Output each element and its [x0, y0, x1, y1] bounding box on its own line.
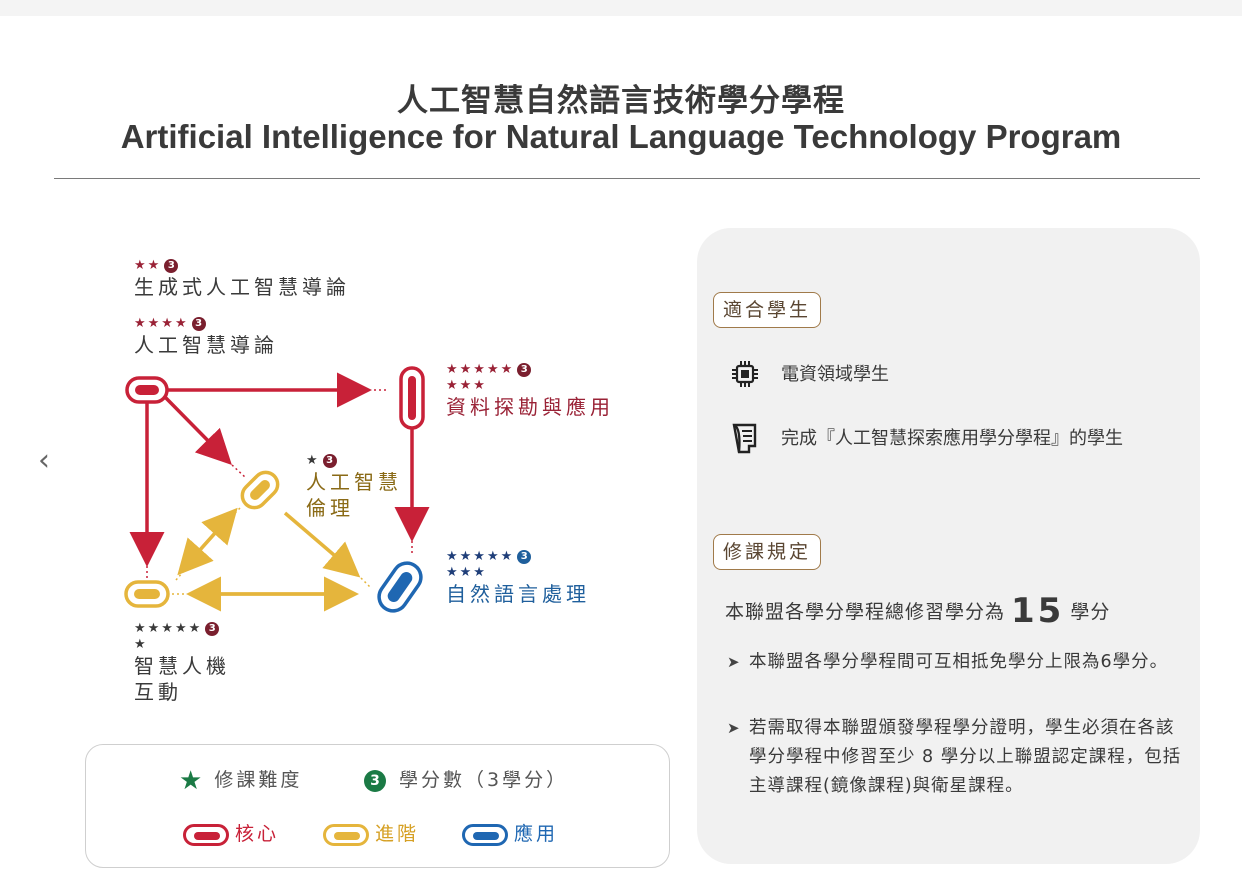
node-hci: ★★★★★3 ★ 智慧人機 互動 [134, 621, 230, 705]
advanced-pill-icon [323, 823, 369, 846]
course-name-line1: 智慧人機 [134, 654, 230, 678]
arrow-right-icon: ➤ [727, 653, 741, 671]
legend-difficulty: ★ 修課難度 [179, 765, 302, 796]
arrow-right-icon: ➤ [727, 719, 741, 737]
star-rating: ★ [306, 453, 320, 468]
legend-difficulty-label: 修課難度 [214, 769, 303, 791]
pill-nlp[interactable] [374, 558, 427, 617]
credit-badge: 3 [191, 316, 206, 331]
total-credits-suffix: 學分 [1070, 601, 1111, 623]
certificate-icon [731, 422, 761, 456]
total-credits-prefix: 本聯盟各學分學程總修習學分為 [725, 601, 1006, 623]
star-rating-extra: ★ [134, 637, 148, 652]
credit-badge: 3 [322, 453, 337, 468]
legend-core: 核心 [183, 819, 279, 846]
star-rating-extra: ★★★ [446, 378, 487, 393]
core-pill-icon [183, 823, 229, 846]
legend-core-label: 核心 [235, 823, 280, 845]
course-name-line2: 倫理 [306, 496, 354, 520]
star-rating-extra: ★★★ [446, 565, 487, 580]
application-pill-icon [462, 823, 508, 846]
pill-ai-ethics[interactable] [237, 467, 282, 512]
course-name: 生成式人工智慧導論 [134, 275, 350, 299]
star-rating: ★★ [134, 258, 162, 273]
credit-badge: 3 [164, 258, 179, 273]
rule-item-1: ➤ 本聯盟各學分學程間可互相抵免學分上限為6學分。 [727, 648, 1189, 677]
total-credits-value: 15 [1011, 591, 1065, 631]
course-name-line1: 人工智慧 [306, 470, 402, 494]
legend-advanced: 進階 [323, 819, 419, 846]
legend-credits-label: 學分數（3學分） [399, 769, 569, 791]
page-title-zh: 人工智慧自然語言技術學分學程 [397, 83, 845, 119]
course-name: 人工智慧導論 [134, 333, 278, 357]
legend-advanced-label: 進階 [375, 823, 420, 845]
course-name: 資料探勘與應用 [446, 395, 614, 419]
star-rating: ★★★★★ [446, 362, 515, 377]
credit-badge-icon: 3 [364, 769, 386, 792]
pill-hci[interactable] [124, 580, 170, 608]
legend-credits: 3 學分數（3學分） [361, 765, 568, 792]
credit-badge: 3 [205, 621, 220, 636]
legend-box: ★ 修課難度 3 學分數（3學分） 核心 進階 應用 [85, 744, 670, 868]
chevron-left-icon[interactable]: ‹ [38, 443, 50, 478]
rule-text-2: 若需取得本聯盟頒發學程學分證明，學生必須在各該學分學程中修習至少 8 學分以上聯… [749, 718, 1182, 796]
suitable-item-1: 電資領域學生 [781, 364, 889, 385]
info-panel: 適合學生 電資領域學生 完成『人工智慧探索應用學分學程』的學生 修課規定 本聯盟… [697, 228, 1200, 864]
node-ai-ethics: ★3 人工智慧 倫理 [306, 453, 402, 521]
credit-badge: 3 [517, 362, 532, 377]
course-name: 自然語言處理 [446, 582, 590, 606]
page-title-en: Artificial Intelligence for Natural Lang… [120, 118, 1122, 155]
title-divider [54, 178, 1200, 179]
pill-data-mining[interactable] [399, 366, 425, 430]
star-rating: ★★★★ [134, 316, 189, 331]
credit-badge: 3 [517, 549, 532, 564]
legend-application: 應用 [462, 819, 558, 846]
star-rating: ★★★★★ [446, 549, 515, 564]
core-arrows [129, 372, 430, 580]
node-nlp: ★★★★★3 ★★★ 自然語言處理 [446, 549, 590, 607]
course-name-line2: 互動 [134, 680, 182, 704]
top-strip [0, 0, 1242, 16]
node-genai: ★★3 生成式人工智慧導論 [134, 258, 350, 300]
suitable-students-tag: 適合學生 [713, 292, 822, 328]
legend-application-label: 應用 [514, 823, 559, 845]
pill-ai-intro[interactable] [125, 376, 169, 404]
rule-text-1: 本聯盟各學分學程間可互相抵免學分上限為6學分。 [749, 652, 1169, 672]
advanced-arrows [172, 507, 371, 612]
course-diagram: ★★3 生成式人工智慧導論 ★★★★3 人工智慧導論 ★★★★★3 ★★★ 資料… [124, 258, 614, 705]
node-ai-intro: ★★★★3 人工智慧導論 [134, 316, 278, 358]
node-data-mining: ★★★★★3 ★★★ 資料探勘與應用 [446, 362, 614, 420]
suitable-item-2: 完成『人工智慧探索應用學分學程』的學生 [781, 428, 1123, 449]
course-rules-tag: 修課規定 [713, 534, 822, 570]
diagram-connections [124, 366, 430, 617]
chip-icon [731, 360, 759, 388]
rule-item-2: ➤ 若需取得本聯盟頒發學程學分證明，學生必須在各該學分學程中修習至少 8 學分以… [727, 714, 1189, 801]
star-icon: ★ [179, 766, 206, 796]
star-rating: ★★★★★ [134, 621, 203, 636]
